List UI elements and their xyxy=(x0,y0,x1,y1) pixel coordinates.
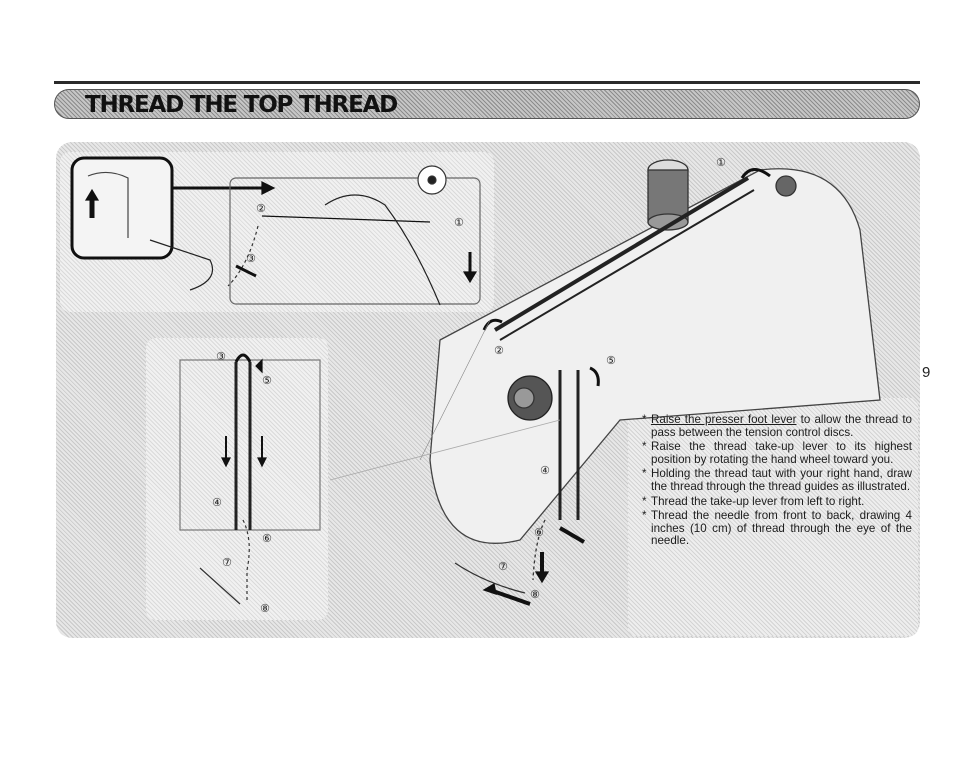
callout-1-main: ① xyxy=(716,156,726,169)
instruction-item: Thread the take-up lever from left to ri… xyxy=(642,494,912,509)
callout-8-main: ⑧ xyxy=(530,588,540,601)
page-title: THREAD THE TOP THREAD xyxy=(85,92,398,118)
instruction-text: Holding the thread taut with your right … xyxy=(651,467,912,493)
instruction-item: Holding the thread taut with your right … xyxy=(642,468,912,493)
instruction-text: Raise the thread take-up lever to its hi… xyxy=(651,440,912,466)
left-inset-drawing xyxy=(179,353,321,605)
instruction-item: Raise the presser foot lever to allow th… xyxy=(642,413,912,439)
arrow-icon xyxy=(255,358,263,374)
instruction-text: Thread the needle from front to back, dr… xyxy=(651,509,912,548)
header-rule xyxy=(54,81,920,84)
top-inset-drawing xyxy=(70,156,481,306)
callout-1: ① xyxy=(454,216,464,229)
callout-5-main: ⑤ xyxy=(606,354,616,367)
callout-6-left: ⑥ xyxy=(262,532,272,545)
callout-6-main: ⑥ xyxy=(534,526,544,539)
callout-8-left: ⑧ xyxy=(260,602,270,615)
callout-3-left: ③ xyxy=(216,350,226,363)
callout-7-main: ⑦ xyxy=(498,560,508,573)
callout-5-left: ⑤ xyxy=(262,374,272,387)
instruction-item: Thread the needle from front to back, dr… xyxy=(642,509,912,548)
title-banner: THREAD THE TOP THREAD xyxy=(54,89,920,119)
callout-7-left: ⑦ xyxy=(222,556,232,569)
instruction-list: Raise the presser foot lever to allow th… xyxy=(642,413,912,550)
sewing-machine-drawing xyxy=(329,159,881,606)
page-number: 9 xyxy=(922,364,931,381)
arrow-right-icon xyxy=(261,181,276,195)
instruction-text: to allow the thread to pass between the … xyxy=(651,413,912,439)
callout-4-main: ④ xyxy=(540,464,550,477)
callout-4-left: ④ xyxy=(212,496,222,509)
instruction-item: Raise the thread take-up lever to its hi… xyxy=(642,440,912,466)
instruction-emphasis: Raise the presser foot lever xyxy=(651,413,797,426)
instruction-text: Thread the take-up lever from left to ri… xyxy=(651,494,865,508)
callout-2: ② xyxy=(256,202,266,215)
presser-lever-callout-box xyxy=(70,156,174,260)
callout-3: ③ xyxy=(246,252,256,265)
callout-2-main: ② xyxy=(494,344,504,357)
